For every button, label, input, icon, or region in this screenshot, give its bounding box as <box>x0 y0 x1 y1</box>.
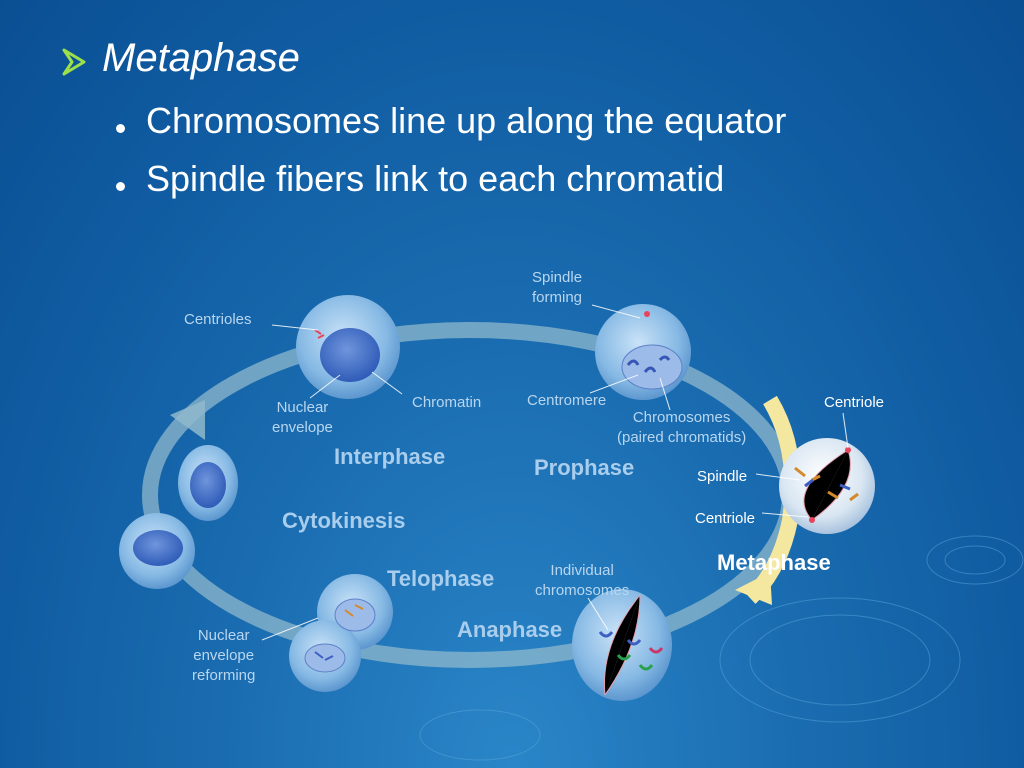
label-line: Nuclear <box>197 627 250 644</box>
phase-label-interphase: Interphase <box>334 444 446 469</box>
label-line: envelope <box>272 419 333 436</box>
interphase-cell <box>296 295 400 399</box>
label-line: chromosomes <box>535 582 630 599</box>
cycle-ring <box>142 322 798 668</box>
cycle-arrow-head <box>170 400 205 440</box>
anaphase-cell <box>572 589 672 701</box>
label-line: Chromosomes <box>632 409 731 426</box>
cytokinesis-cell-lower <box>119 513 195 589</box>
ripple-decoration <box>419 535 1024 761</box>
label-line: Individual <box>550 562 614 579</box>
label-centriole-top: Centriole <box>824 394 885 411</box>
phase-label-cytokinesis: Cytokinesis <box>282 508 406 533</box>
label-line: Nuclear <box>276 399 329 416</box>
label-line: envelope <box>193 647 255 664</box>
bullet-dot <box>116 182 125 191</box>
label-spindle: Spindle <box>697 468 748 485</box>
bullet-dot <box>116 124 125 133</box>
label-chromosomes-paired: Chromosomes (paired chromatids) <box>617 408 746 448</box>
label-individual-chromosomes: Individual chromosomes <box>535 561 629 601</box>
phase-label-prophase: Prophase <box>534 455 635 480</box>
phase-label-telophase: Telophase <box>387 566 495 591</box>
label-centromere: Centromere <box>527 392 607 409</box>
label-line: (paired chromatids) <box>617 429 747 446</box>
telophase-cell <box>289 574 393 692</box>
slide-heading: Metaphase <box>102 36 300 80</box>
label-nuclear-envelope: Nuclear envelope <box>272 398 333 438</box>
active-arrow-head <box>735 572 772 605</box>
bullet-text: Spindle fibers link to each chromatid <box>146 158 725 199</box>
label-centrioles: Centrioles <box>184 311 252 328</box>
bullet-text: Chromosomes line up along the equator <box>146 100 787 141</box>
phase-label-metaphase: Metaphase <box>717 550 831 575</box>
label-nuclear-envelope-reforming: Nuclear envelope reforming <box>192 626 255 686</box>
label-centriole-bottom: Centriole <box>695 510 756 527</box>
prophase-cell <box>595 304 691 400</box>
arrow-bullet-icon <box>62 48 86 76</box>
label-chromatin: Chromatin <box>412 394 482 411</box>
metaphase-cell <box>779 438 875 534</box>
label-line: reforming <box>192 667 256 684</box>
label-line: forming <box>532 289 583 306</box>
phase-label-anaphase: Anaphase <box>457 617 563 642</box>
cytokinesis-cell-upper <box>178 445 238 521</box>
label-spindle-forming: Spindle forming <box>532 268 582 308</box>
label-line: Spindle <box>532 269 583 286</box>
